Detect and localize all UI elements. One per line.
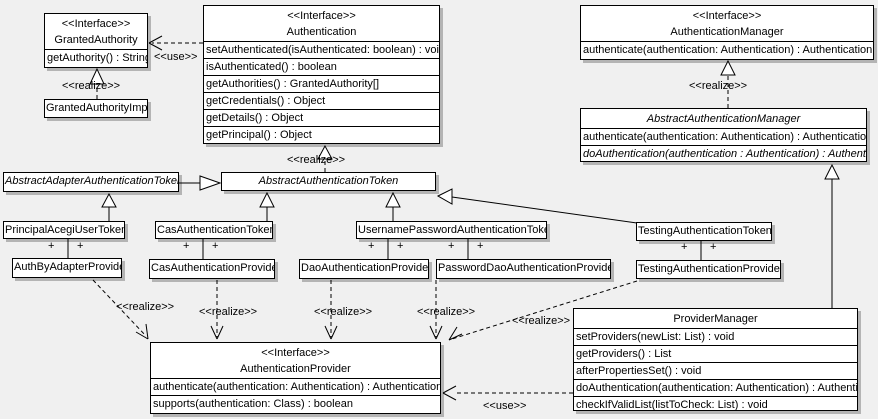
edge-gen-username-password-token	[385, 191, 401, 221]
edge-label-use: <<use>>	[154, 51, 198, 63]
operation: authenticate(authentication: Authenticat…	[583, 131, 866, 143]
class-abstract-adapter-authentication-token[interactable]: AbstractAdapterAuthenticationToken	[3, 172, 179, 192]
operation: getProviders() : List	[574, 345, 857, 362]
class-header: AbstractAuthenticationManager	[581, 109, 866, 128]
class-header: ProviderManager	[574, 309, 857, 328]
edge-label-realize: <<realize>>	[287, 154, 346, 166]
multiplicity-label: +	[448, 240, 455, 252]
class-name: AbstractAuthenticationManager	[646, 113, 801, 125]
edge-label-realize: <<realize>>	[417, 306, 476, 318]
edge-gen-cas-token	[259, 191, 275, 221]
class-name: ProviderManager	[673, 313, 758, 325]
operation: setAuthenticated(isAuthenticated: boolea…	[206, 44, 439, 56]
class-name: AuthenticationProvider	[240, 363, 351, 375]
class-granted-authority-impl[interactable]: GrantedAuthorityImpl	[44, 99, 148, 118]
class-auth-by-adapter-provider[interactable]: AuthByAdapterProvider	[12, 258, 122, 278]
class-header: <<Interface>> AuthenticationManager	[581, 6, 873, 41]
operation: authenticate(authentication: Authenticat…	[583, 44, 873, 56]
stereotype-label: <<Interface>>	[261, 347, 330, 359]
multiplicity-label: +	[681, 241, 688, 253]
class-name: GrantedAuthority	[54, 34, 138, 46]
operations-compartment: setProviders(newList: List) : void getPr…	[574, 328, 857, 410]
operation: getAuthority() : String	[47, 52, 147, 64]
class-name: AuthByAdapterProvider	[14, 261, 122, 273]
multiplicity-label: +	[48, 240, 55, 252]
class-name: CasAuthenticationToken	[157, 224, 273, 236]
class-name: Authentication	[286, 26, 357, 38]
operation: setProviders(newList: List) : void	[576, 331, 735, 343]
operation: authenticate(authentication: Authenticat…	[153, 381, 440, 393]
operation: supports(authentication: Class) : boolea…	[151, 395, 440, 412]
operations-compartment: authenticate(authentication: Authenticat…	[581, 128, 866, 161]
edge-label-realize: <<realize>>	[116, 301, 175, 313]
multiplicity-label: +	[77, 240, 84, 252]
class-name: GrantedAuthorityImpl	[46, 102, 148, 114]
class-name: AbstractAdapterAuthenticationToken	[5, 175, 179, 187]
class-name: UsernamePasswordAuthenticationToken	[358, 224, 547, 236]
edge-label-realize: <<realize>>	[199, 306, 258, 318]
class-cas-authentication-provider[interactable]: CasAuthenticationProvider	[149, 259, 275, 279]
edge-label-realize: <<realize>>	[512, 315, 571, 327]
class-cas-authentication-token[interactable]: CasAuthenticationToken	[155, 221, 273, 239]
class-testing-authentication-provider[interactable]: TestingAuthenticationProvider	[636, 260, 781, 279]
class-password-dao-authentication-provider[interactable]: PasswordDaoAuthenticationProvider	[436, 259, 611, 279]
class-name: AuthenticationManager	[670, 26, 784, 38]
stereotype-label: <<Interface>>	[61, 18, 131, 30]
operation: afterPropertiesSet() : void	[574, 362, 857, 379]
operation: getDetails() : Object	[204, 109, 439, 126]
operation: doAuthentication(authentication: Authent…	[574, 379, 857, 396]
class-authentication[interactable]: <<Interface>> Authentication setAuthenti…	[203, 5, 440, 144]
operations-compartment: authenticate(authentication: Authenticat…	[151, 378, 440, 412]
stereotype-label: <<Interface>>	[692, 10, 762, 22]
edge-use-authentication-to-grantedauthority	[148, 35, 203, 51]
operation: getPrincipal() : Object	[204, 126, 439, 143]
multiplicity-label: +	[212, 240, 219, 252]
edge-gen-testing-token	[436, 188, 638, 224]
class-abstract-authentication-token[interactable]: AbstractAuthenticationToken	[221, 172, 436, 191]
class-header: <<Interface>> GrantedAuthority	[45, 14, 147, 49]
edge-gen-adapter-token	[179, 175, 222, 191]
class-name: TestingAuthenticationToken	[638, 225, 772, 237]
class-provider-manager[interactable]: ProviderManager setProviders(newList: Li…	[573, 308, 858, 411]
class-authentication-provider[interactable]: <<Interface>> AuthenticationProvider aut…	[150, 342, 441, 414]
class-name: AbstractAuthenticationToken	[258, 175, 399, 187]
class-authentication-manager[interactable]: <<Interface>> AuthenticationManager auth…	[580, 5, 874, 60]
edge-gen-provider-manager	[824, 163, 840, 308]
operation: getCredentials() : Object	[204, 92, 439, 109]
class-abstract-authentication-manager[interactable]: AbstractAuthenticationManager authentica…	[580, 108, 867, 162]
class-name: PrincipalAcegiUserToken	[5, 224, 125, 236]
class-name: CasAuthenticationProvider	[151, 262, 275, 274]
edge-label-realize: <<realize>>	[689, 80, 748, 92]
class-granted-authority[interactable]: <<Interface>> GrantedAuthority getAuthor…	[44, 13, 148, 68]
class-testing-authentication-token[interactable]: TestingAuthenticationToken	[636, 222, 772, 241]
class-header: <<Interface>> AuthenticationProvider	[151, 343, 440, 378]
multiplicity-label: +	[183, 240, 190, 252]
class-name: DaoAuthenticationProvider	[301, 262, 429, 274]
multiplicity-label: +	[710, 241, 717, 253]
operation: checkIfValidList(listToCheck: List) : vo…	[574, 396, 857, 410]
class-principal-acegi-user-token[interactable]: PrincipalAcegiUserToken	[3, 221, 125, 239]
operation: getAuthorities() : GrantedAuthority[]	[204, 75, 439, 92]
class-username-password-authentication-token[interactable]: UsernamePasswordAuthenticationToken	[356, 221, 547, 239]
operations-compartment: authenticate(authentication: Authenticat…	[581, 41, 873, 58]
edge-label-use: <<use>>	[483, 400, 527, 412]
operations-compartment: setAuthenticated(isAuthenticated: boolea…	[204, 41, 439, 143]
class-dao-authentication-provider[interactable]: DaoAuthenticationProvider	[299, 259, 429, 279]
operations-compartment: getAuthority() : String	[45, 49, 147, 66]
class-header: <<Interface>> Authentication	[204, 6, 439, 41]
edge-label-realize: <<realize>>	[314, 306, 373, 318]
operation: isAuthenticated() : boolean	[204, 58, 439, 75]
edge-use-provider-manager	[442, 385, 573, 401]
class-name: PasswordDaoAuthenticationProvider	[438, 262, 611, 274]
operation: doAuthentication(authentication : Authen…	[581, 145, 866, 161]
edge-gen-principal-token	[101, 192, 117, 221]
edge-label-realize: <<realize>>	[62, 80, 121, 92]
multiplicity-label: +	[368, 240, 375, 252]
multiplicity-label: +	[397, 240, 404, 252]
multiplicity-label: +	[477, 240, 484, 252]
stereotype-label: <<Interface>>	[287, 10, 356, 22]
class-name: TestingAuthenticationProvider	[638, 263, 781, 275]
